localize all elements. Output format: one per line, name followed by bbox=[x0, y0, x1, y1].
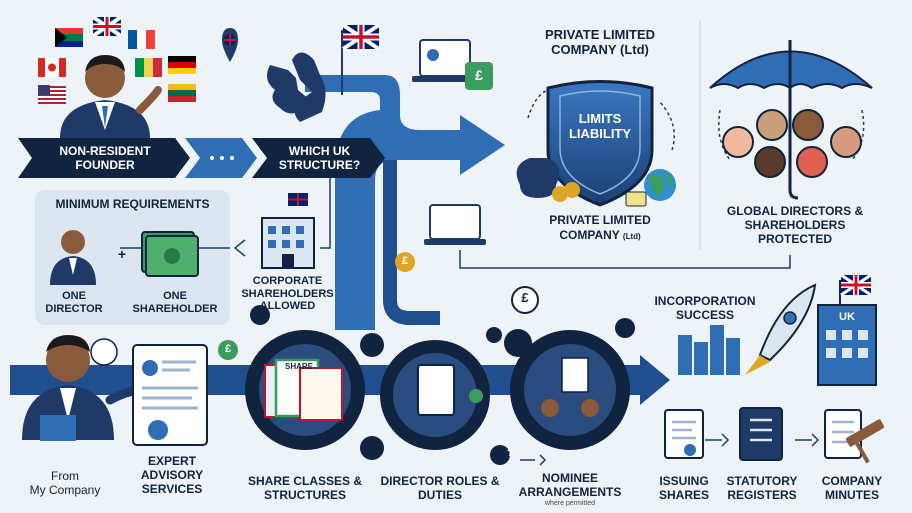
uk-building-text: UK bbox=[839, 311, 855, 323]
laptop-finance-icon bbox=[412, 39, 493, 90]
flag-italy-icon bbox=[135, 58, 162, 77]
ltd-bottom-line1: PRIVATE LIMITED bbox=[549, 213, 651, 227]
plus-sign: + bbox=[117, 246, 127, 262]
down-flow-arrow bbox=[383, 160, 440, 325]
advisor-person-icon bbox=[22, 335, 143, 441]
uk-hq-building-icon bbox=[817, 273, 877, 386]
flag-uk-pole-icon bbox=[341, 23, 381, 95]
green-pound-symbol: £ bbox=[224, 343, 232, 355]
minimum-title: MINIMUM REQUIREMENTS bbox=[55, 197, 210, 211]
incorporation-label: INCORPORATION SUCCESS bbox=[654, 294, 756, 322]
director-person-icon bbox=[50, 230, 96, 285]
city-skyline-icon bbox=[678, 325, 740, 375]
globe-icon bbox=[625, 169, 676, 207]
umbrella-protection-icon bbox=[709, 40, 873, 200]
flag-uk-icon bbox=[91, 15, 123, 38]
ltd-bottom-line2: COMPANY (Ltd) bbox=[559, 228, 641, 242]
question-symbol: ? bbox=[506, 448, 514, 459]
rocket-icon bbox=[745, 283, 817, 375]
pound-symbol: £ bbox=[521, 290, 529, 305]
uk-map-icon bbox=[222, 28, 326, 122]
money-bag-icon bbox=[516, 158, 580, 202]
flag-germany-icon bbox=[168, 56, 196, 74]
flag-usa-icon bbox=[38, 85, 66, 104]
flag-lithuania-icon bbox=[168, 84, 196, 102]
flag-south-africa-icon bbox=[55, 28, 83, 47]
share-certificate-icon bbox=[664, 409, 704, 459]
minimum-requirements-panel bbox=[35, 190, 230, 325]
director-roles-label: DIRECTOR ROLES & DUTIES bbox=[380, 474, 500, 502]
gear-nominee bbox=[510, 330, 630, 450]
pound-badge-icon bbox=[511, 286, 539, 314]
minutes-label: COMPANY MINUTES bbox=[821, 474, 883, 502]
laptop-click-icon bbox=[395, 204, 486, 272]
flag-canada-icon bbox=[38, 58, 66, 77]
nominee-label: NOMINEE ARRANGEMENTS bbox=[518, 471, 622, 499]
gear-director-roles bbox=[380, 340, 490, 450]
main-flow-arrow bbox=[305, 75, 505, 330]
gavel-minutes-icon bbox=[824, 409, 885, 464]
expert-label: EXPERT ADVISORY SERVICES bbox=[140, 454, 204, 496]
flag-france-icon bbox=[128, 30, 155, 49]
gear-share-classes bbox=[245, 330, 365, 450]
share-classes-label: SHARE CLASSES & STRUCTURES bbox=[247, 474, 363, 502]
small-gears bbox=[250, 305, 635, 465]
director-label: ONE DIRECTOR bbox=[45, 290, 103, 315]
register-book-icon bbox=[739, 407, 783, 461]
founder-banner bbox=[18, 138, 190, 178]
question-banner bbox=[252, 138, 385, 178]
question-label: WHICH UK STRUCTURE? bbox=[278, 144, 361, 172]
founder-person-icon bbox=[60, 55, 162, 138]
laptop-pound-symbol: £ bbox=[475, 67, 483, 83]
advisor-label-line2: My Company bbox=[29, 483, 101, 497]
ltd-title: PRIVATE LIMITED COMPANY (Ltd) bbox=[544, 27, 656, 57]
shield-text: LIMITS LIABILITY bbox=[568, 111, 632, 141]
cash-stack-icon bbox=[141, 231, 199, 277]
nominee-note: where permitted bbox=[544, 500, 596, 507]
certificate-text: SHARE bbox=[284, 362, 313, 371]
corporate-label: CORPORATE SHAREHOLDERS ALLOWED bbox=[241, 275, 334, 313]
issuing-label: ISSUING SHARES bbox=[658, 474, 709, 502]
limits-liability-shield bbox=[546, 80, 654, 207]
shareholder-label: ONE SHAREHOLDER bbox=[132, 290, 218, 315]
global-people-avatars bbox=[722, 109, 862, 178]
founder-label: NON-RESIDENT FOUNDER bbox=[59, 144, 151, 172]
connector-line bbox=[459, 250, 791, 269]
corporate-building-icon bbox=[261, 193, 315, 269]
registers-label: STATUTORY REGISTERS bbox=[726, 474, 798, 502]
expert-document-icon bbox=[132, 340, 238, 446]
coin-pound-symbol: £ bbox=[401, 255, 409, 267]
global-label: GLOBAL DIRECTORS & SHAREHOLDERS PROTECTE… bbox=[726, 204, 864, 246]
advisor-label-line1: From bbox=[51, 469, 79, 483]
